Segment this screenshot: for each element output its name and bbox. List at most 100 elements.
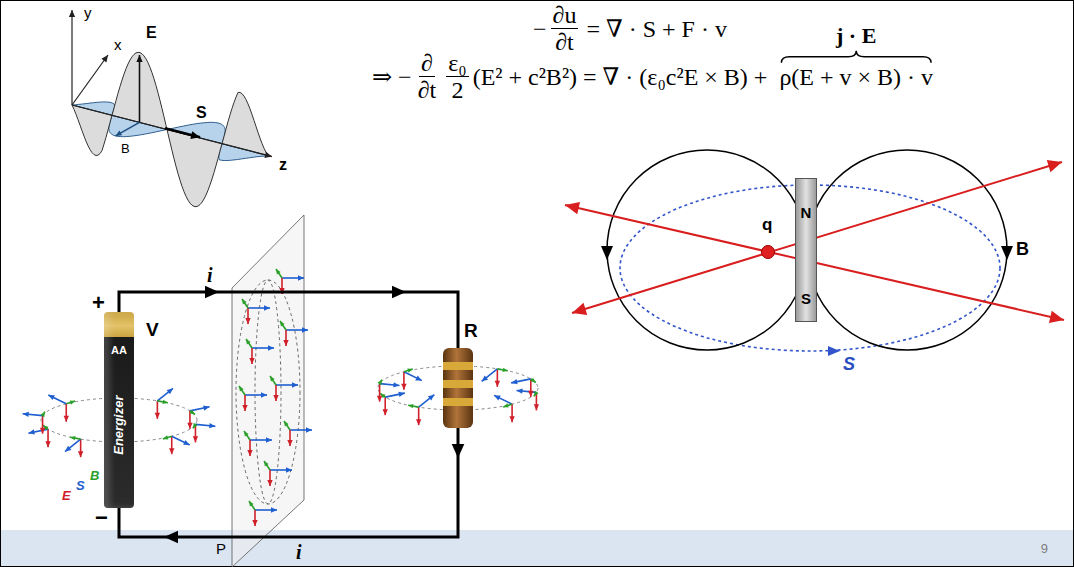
equation-part: j · E <box>836 23 876 48</box>
wire-group <box>119 286 458 348</box>
axis-label: x <box>114 36 122 53</box>
e-field-arrow-head <box>252 520 257 526</box>
b-field-arrow-head <box>407 368 412 372</box>
equation: −∂u∂t= ∇ · S + F · v <box>533 2 727 56</box>
e-field-arrow-head <box>267 480 272 486</box>
label-holder: y <box>84 4 92 22</box>
e-field-arrow-head <box>187 423 192 429</box>
e-wave <box>72 52 268 206</box>
b-field-arrow-head <box>190 410 195 415</box>
label-holder: j · E <box>836 24 876 48</box>
field-line-loop <box>807 150 1007 350</box>
e-field-arrow-head <box>45 441 50 447</box>
s-vector-head <box>190 131 200 139</box>
e-field-arrow-head <box>245 318 250 324</box>
b-field-arrow-head <box>503 403 508 407</box>
poynting-arrow-head <box>398 392 404 397</box>
e-field-arrow-head <box>534 404 539 410</box>
b-field-arrow <box>244 431 250 440</box>
b-field-arrow-head <box>242 299 247 304</box>
plane-label: P <box>216 540 226 557</box>
resistor-label: R <box>464 321 478 342</box>
equation-part: ⇒ − <box>372 64 412 90</box>
current-label: i <box>296 541 302 563</box>
y-axis <box>71 10 72 105</box>
e-field-arrow-head <box>528 391 533 397</box>
em-wave <box>69 10 272 207</box>
over-brace <box>781 51 931 63</box>
label-holder: P <box>216 540 226 558</box>
b-field-arrow <box>66 401 75 404</box>
circuit-wire <box>119 428 458 537</box>
fraction: ε₀2 <box>446 50 468 104</box>
b-field-arrow <box>249 501 255 510</box>
poynting-arrow-head <box>393 382 399 387</box>
e-field-head <box>1049 311 1064 323</box>
e-field-arrow-head <box>193 436 198 442</box>
field-label: B <box>1016 239 1029 259</box>
dashed-sphere <box>236 280 300 504</box>
b-field-arrow <box>246 339 252 348</box>
b-field-arrow <box>242 299 248 308</box>
pole-label: S <box>801 291 811 308</box>
charge-magnet-field <box>565 150 1064 356</box>
poynting-arrow <box>48 395 66 404</box>
e-field-arrow-head <box>287 440 292 446</box>
b-field-arrow-head <box>280 321 285 326</box>
equation-part: = ∇ · S + F · v <box>586 16 727 42</box>
b-field-arrow-head <box>70 436 75 440</box>
e-field-arrow-head <box>155 413 160 419</box>
b-field-arrow <box>404 369 413 372</box>
e-vector <box>139 55 141 122</box>
label-holder: i <box>296 541 302 563</box>
e-field-line <box>572 162 1062 313</box>
e-field-head <box>1047 160 1062 172</box>
e-field-head <box>572 303 587 315</box>
b-field-arrow <box>503 404 512 407</box>
b-field-arrow-head <box>163 435 168 439</box>
current-label: i <box>207 264 213 286</box>
b-field-arrow-head <box>249 501 254 506</box>
poynting-arrow-head <box>48 395 55 400</box>
poynting-arrow-head <box>428 395 434 401</box>
pole-label: N <box>801 205 812 222</box>
b-field-arrow-head <box>193 423 198 428</box>
poynting-arrow <box>65 439 81 451</box>
e-field-arrow-head <box>242 405 247 411</box>
poynting-arrow-head <box>183 440 190 445</box>
field-key: E <box>62 488 71 503</box>
b-field-arrow-head <box>246 339 251 344</box>
poynting-arrow-head <box>511 379 517 384</box>
b-field-arrow <box>163 436 172 439</box>
b-field-arrow-head <box>239 386 244 391</box>
battery-label: AA <box>104 344 134 356</box>
b-field-arrow-head <box>264 461 269 466</box>
poynting-arrow-head <box>302 327 308 332</box>
current-arrow <box>205 286 219 299</box>
numerator: ε₀ <box>446 50 468 77</box>
circuit-wire <box>119 292 458 348</box>
terminal-sign: − <box>95 505 108 530</box>
label-holder: V <box>146 320 159 341</box>
e-field-arrow-head <box>78 451 83 457</box>
b-field-arrow <box>239 386 245 395</box>
numerator: ∂u <box>551 2 579 29</box>
poynting-arrow-head <box>28 429 34 434</box>
label-holder: B <box>1016 240 1029 260</box>
label-holder: S <box>196 104 207 122</box>
b-field-arrow <box>270 376 276 385</box>
current-arrow <box>452 444 465 458</box>
surface-plane <box>232 215 304 567</box>
poynting-arrow-head <box>266 437 272 442</box>
label-holder: E <box>62 486 71 504</box>
battery-brand: Energizer <box>112 380 126 470</box>
battery: AA Energizer <box>104 312 134 508</box>
label-holder: − <box>95 506 108 530</box>
resistor: R <box>443 348 473 428</box>
b-field-arrow-head <box>284 421 289 426</box>
axis-label: z <box>279 156 287 173</box>
poynting-arrow <box>482 369 498 381</box>
b-field-arrow-head <box>530 378 535 383</box>
e-field-arrow-head <box>416 419 421 425</box>
